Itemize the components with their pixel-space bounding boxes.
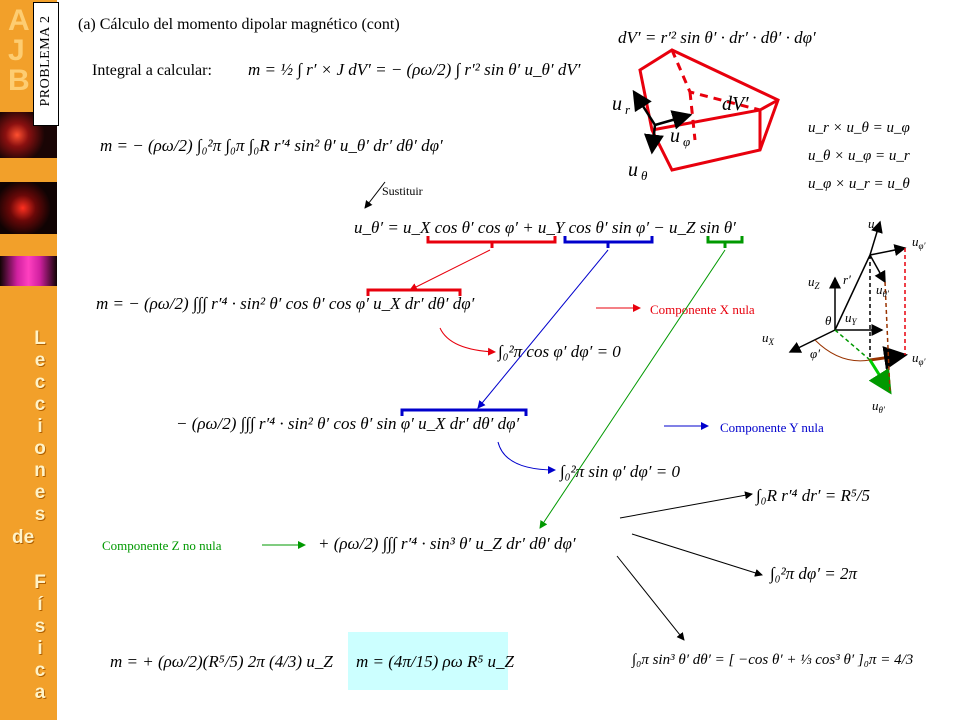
bracket-blue [563,236,654,248]
int-sin-eq: ∫₀²π sin φ′ dφ′ = 0 [560,462,680,481]
sidebar-letter: i [37,638,43,659]
curve-blue-sin [497,441,556,474]
sidebar-letter: s [34,504,46,525]
r-label: r′ [843,272,851,287]
ur-diagram-label: ur′ [868,216,881,233]
sidebar-letter: í [37,594,43,615]
svg-text:r: r [625,102,631,117]
utheta-diagram-label: uθ′ [876,282,890,299]
arrow-to-int-theta [616,555,685,641]
sidebar-letter: c [34,660,46,681]
sidebar-letter: a [34,682,46,703]
component-z-label: Componente Z no nula [102,538,222,553]
int-r-eq: ∫₀R r′⁴ dr′ = R⁵/5 [756,486,871,505]
m-y-eq: − (ρω/2) ∫∫∫ r′⁴ · sin² θ′ cos θ′ sin φ′… [176,414,520,433]
volume-element-eq: dV′ = r′² sin θ′ · dr′ · dθ′ · dφ′ [618,28,816,47]
sidebar-letter: c [34,372,46,393]
uphi-diagram-label: uφ′ [912,234,926,251]
component-y-label: Componente Y nula [720,420,824,435]
dv-label: dV′ [722,93,749,115]
result-highlight [348,632,508,690]
svg-text:φ: φ [683,134,690,149]
uphi2-diagram-label: uφ′ [912,350,926,367]
m-result-eq: m = (4π/15) ρω R⁵ u_Z [356,652,514,671]
arrow-blue-y [477,249,609,409]
cross-product-2: u_θ × u_φ = u_r [808,148,910,164]
sidebar-letter: i [37,416,43,437]
phi-label: φ′ [810,346,820,361]
sidebar-letter: e [34,482,46,503]
sidebar-letter: e [34,350,46,371]
substitute-arrow [364,181,386,209]
sidebar-letter: n [34,460,46,481]
u-r-label: u [612,93,622,115]
m-product-eq: m = + (ρω/2)(R⁵/5) 2π (4/3) u_Z [110,652,333,671]
sidebar-letter: c [34,394,46,415]
arrow-to-int-r [619,491,753,519]
arrow-to-int-phi [631,533,763,577]
uy-label: uY [845,310,858,327]
int-theta-eq: ∫₀π sin³ θ′ dθ′ = [ −cos θ′ + ⅓ cos³ θ′ … [632,652,914,668]
sidebar-letter: s [34,616,46,637]
sidebar-logo-text: A J B [8,4,30,97]
u-theta-label: u [628,159,638,181]
m-x-eq: m = − (ρω/2) ∫∫∫ r′⁴ · sin² θ′ cos θ′ co… [96,294,475,313]
m-z-eq: + (ρω/2) ∫∫∫ r′⁴ · sin³ θ′ u_Z dr′ dθ′ d… [318,534,576,553]
coordinate-diagram [788,220,908,395]
cross-product-1: u_r × u_θ = u_φ [808,120,910,136]
sidebar-de: de [12,527,35,548]
problem-label: PROBLEMA 2 [33,2,59,126]
sidebar-image-3 [0,256,57,286]
arrow-green-z [539,249,726,529]
sidebar-letter: o [34,438,46,459]
bracket-mx [366,288,462,296]
slide-title: (a) Cálculo del momento dipolar magnétic… [78,16,400,33]
bracket-green [706,236,744,248]
sidebar-letter: L [34,328,46,349]
volume-element-diagram [638,48,780,172]
sidebar-image-2 [0,182,57,234]
sidebar-letter: F [34,572,46,593]
arrow-red-x [409,249,491,291]
utheta2-diagram-label: uθ′ [872,398,886,415]
ux-label: uX [762,330,775,347]
integral-label: Integral a calcular: [92,62,212,79]
bracket-red [426,236,557,248]
uz-label: uZ [808,274,821,291]
u-theta-eq: u_θ′ = u_X cos θ′ cos φ′ + u_Y cos θ′ si… [354,218,736,237]
svg-text:θ: θ [641,168,648,183]
u-phi-label: u [670,125,680,147]
cross-product-3: u_φ × u_r = u_θ [808,176,910,192]
substitute-label: Sustituir [382,184,423,198]
int-phi-eq: ∫₀²π dφ′ = 2π [770,564,858,583]
theta-label: θ [825,313,832,328]
component-x-label: Componente X nula [650,302,755,317]
volume-vectors [632,89,693,155]
bracket-my [400,408,528,416]
m-definition-eq: m = ½ ∫ r′ × J dV′ = − (ρω/2) ∫ r′² sin … [248,60,581,79]
curve-red-cos [439,327,496,356]
m-expanded-eq: m = − (ρω/2) ∫₀²π ∫₀π ∫₀R r′⁴ sin² θ′ u_… [100,136,443,155]
